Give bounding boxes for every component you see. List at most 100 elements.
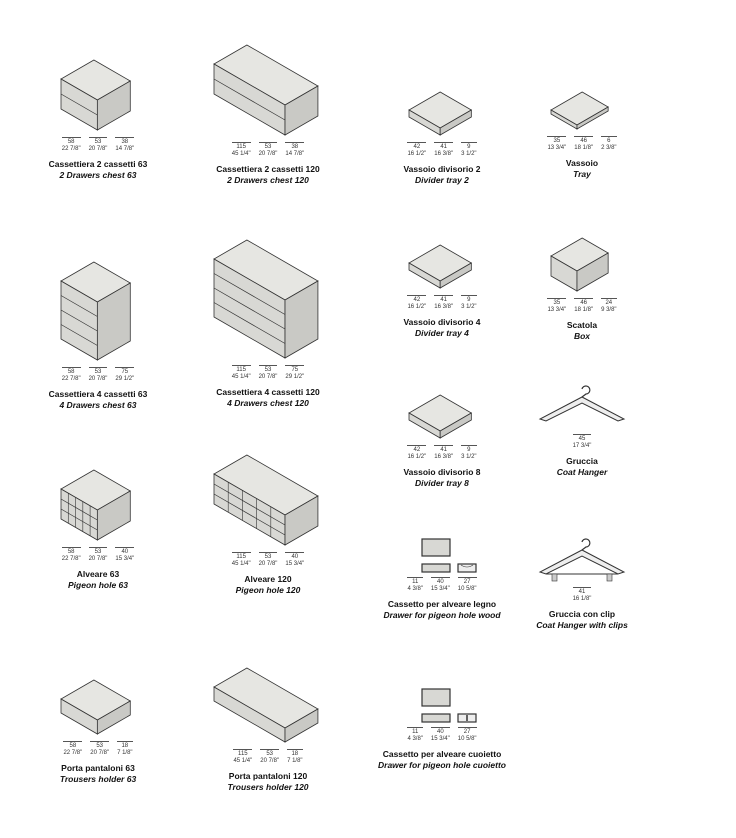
dimension-inch: 14 7/8" — [285, 151, 305, 157]
product-name-english: 2 Drawers chest 120 — [227, 175, 309, 185]
product-drawing — [60, 679, 134, 738]
product-name-italian: Vassoio — [565, 158, 599, 168]
dimension-inch: 10 5/8" — [457, 736, 477, 742]
product-drawing — [402, 688, 482, 724]
dimension-cm: 75 — [291, 367, 299, 373]
dimension-cm: 42 — [413, 144, 421, 150]
product-name-italian: Porta pantaloni 63 — [61, 763, 135, 773]
product-name-english: Drawer for pigeon hole cuoietto — [378, 760, 506, 770]
dimension-cm: 58 — [67, 139, 75, 145]
dimension-cm: 53 — [264, 144, 272, 150]
dimension-inch: 7 1/8" — [287, 758, 303, 764]
dimension-cm: 41 — [578, 589, 586, 595]
product-name-english: Divider tray 8 — [415, 478, 469, 488]
dimension-inch: 20 7/8" — [258, 374, 278, 380]
dimension-inch: 29 1/2" — [285, 374, 305, 380]
dimension-inch: 15 3/4" — [430, 586, 450, 592]
product-name-italian: Alveare 63 — [76, 569, 120, 579]
dimension-inch: 18 1/8" — [574, 145, 594, 151]
dimension-cm: 41 — [440, 297, 447, 303]
dimension-cm: 41 — [440, 447, 447, 453]
product-name-english: 4 Drawers chest 120 — [227, 398, 309, 408]
product-name-italian: Cassetto per alveare legno — [387, 599, 497, 609]
dimension-cm: 24 — [605, 300, 613, 306]
dimension-cm: 46 — [580, 300, 587, 306]
dimension-inch: 20 7/8" — [258, 561, 278, 567]
product-name-english: Trousers holder 63 — [59, 774, 137, 784]
dimension-cm: 58 — [67, 549, 75, 555]
product-name-italian: Cassettiera 2 cassetti 120 — [216, 164, 320, 174]
dimension-inch: 20 7/8" — [260, 758, 280, 764]
dimension-inch: 22 7/8" — [61, 376, 81, 382]
dimension-inch: 16 1/2" — [407, 454, 427, 460]
dimension-inch: 45 1/4" — [231, 561, 251, 567]
product-name-english: Tray — [573, 169, 591, 179]
dimension-cm: 27 — [463, 579, 471, 585]
dimension-inch: 13 3/4" — [547, 145, 567, 151]
dimension-cm: 53 — [264, 367, 272, 373]
dimension-cm: 115 — [236, 144, 246, 150]
product-drawing — [213, 454, 322, 549]
product-drawing — [60, 469, 134, 544]
dimension-inch: 16 3/8" — [434, 304, 454, 310]
dimension-cm: 53 — [264, 554, 272, 560]
dimension-cm: 9 — [467, 297, 471, 303]
product-drawing — [408, 91, 475, 139]
dimension-inch: 15 3/4" — [430, 736, 450, 742]
dimension-inch: 10 5/8" — [457, 586, 477, 592]
dimension-cm: 41 — [440, 144, 447, 150]
dimension-inch: 16 3/8" — [434, 454, 454, 460]
dimension-inch: 20 7/8" — [88, 146, 108, 152]
product-name-italian: Scatola — [566, 320, 598, 330]
dimension-inch: 3 1/2" — [461, 304, 477, 310]
dimension-inch: 20 7/8" — [90, 750, 110, 756]
product-drawing — [550, 91, 612, 133]
dimension-inch: 3 1/2" — [461, 454, 477, 460]
